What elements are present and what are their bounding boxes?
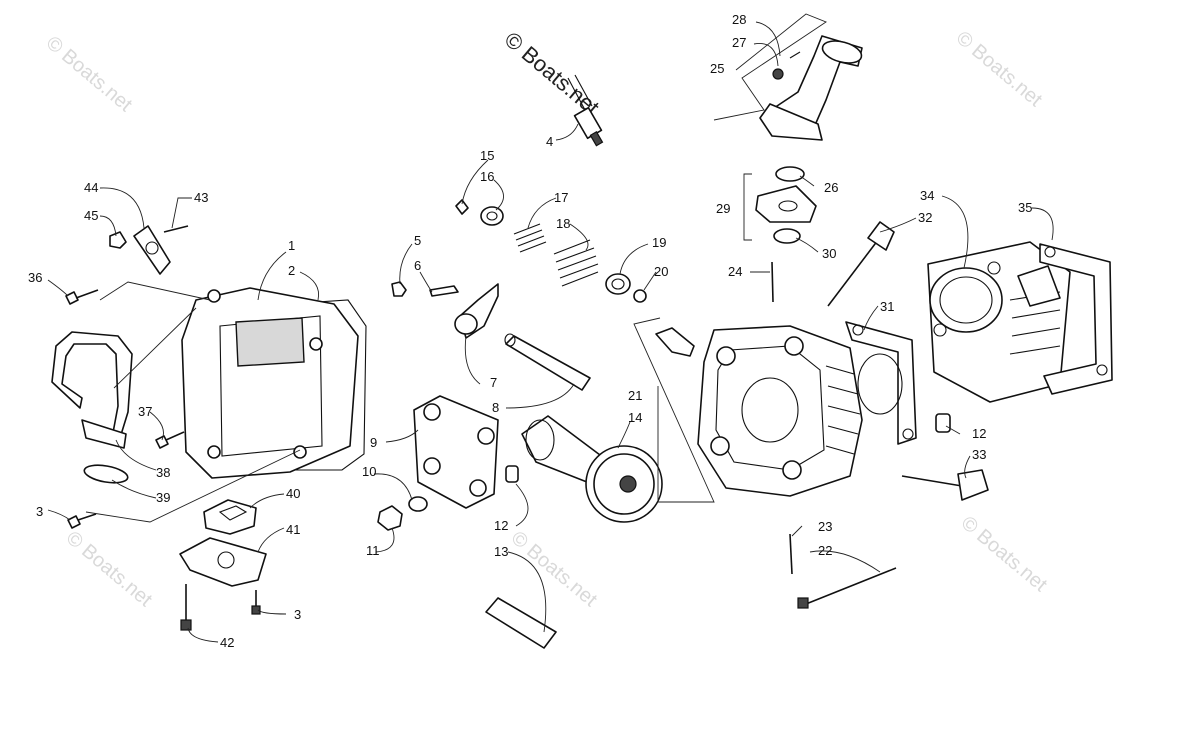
intake-gaskets [755, 166, 817, 244]
callout-12-center: 12 [494, 518, 508, 533]
exhaust-valve [901, 469, 989, 501]
callout-3-bottom: 3 [294, 607, 301, 622]
watermark-mid-left: © Boats.net [62, 527, 157, 611]
callout-24: 24 [728, 264, 742, 279]
callout-45: 45 [84, 208, 98, 223]
callout-12-right: 12 [972, 426, 986, 441]
callout-28: 28 [732, 12, 746, 27]
adjuster-screw [391, 281, 459, 297]
callout-27: 27 [732, 35, 746, 50]
callout-4: 4 [546, 134, 553, 149]
cam-cover-plate [179, 537, 267, 587]
cylinder-head-cover [181, 287, 359, 479]
callout-17: 17 [554, 190, 568, 205]
leader-lines [47, 13, 1054, 643]
callout-40: 40 [286, 486, 300, 501]
callout-31: 31 [880, 299, 894, 314]
roller-pin [485, 597, 557, 649]
callout-34: 34 [920, 188, 934, 203]
cam-cover-bolts [180, 584, 261, 631]
callout-3-left: 3 [36, 504, 43, 519]
callout-41: 41 [286, 522, 300, 537]
callout-32: 32 [918, 210, 932, 225]
callout-7: 7 [490, 375, 497, 390]
callout-26: 26 [824, 180, 838, 195]
callout-16: 16 [480, 169, 494, 184]
breather-tube [51, 331, 133, 449]
cylinder [927, 241, 1071, 403]
watermark-mid-center: © Boats.net [507, 527, 602, 611]
callout-2: 2 [288, 263, 295, 278]
callout-22: 22 [818, 543, 832, 558]
valve-seals [605, 273, 647, 303]
rocker-arm [454, 283, 499, 339]
intake-manifold [759, 35, 863, 141]
callout-20: 20 [654, 264, 668, 279]
spark-plug [567, 74, 604, 147]
callout-8: 8 [492, 400, 499, 415]
callout-11: 11 [366, 543, 380, 558]
valve-keepers-retainer [455, 199, 504, 226]
callout-13: 13 [494, 544, 508, 559]
watermark-top-left: © Boats.net [42, 32, 137, 116]
watermark-top-center: © Boats.net [500, 27, 604, 120]
intake-valve [827, 221, 895, 307]
callout-30: 30 [822, 246, 836, 261]
watermark-mid-right: © Boats.net [957, 512, 1052, 596]
callout-25: 25 [710, 61, 724, 76]
callout-33: 33 [972, 447, 986, 462]
callout-35: 35 [1018, 200, 1032, 215]
callout-9: 9 [370, 435, 377, 450]
watermark-top-right: © Boats.net [952, 27, 1047, 111]
callout-43: 43 [194, 190, 208, 205]
cylinder-gasket [1039, 243, 1113, 395]
camshaft-sprocket [521, 415, 663, 523]
callout-1: 1 [288, 238, 295, 253]
callout-29: 29 [716, 201, 730, 216]
spacer-block [203, 499, 257, 535]
callout-18: 18 [556, 216, 570, 231]
callout-39: 39 [156, 490, 170, 505]
callout-6: 6 [414, 258, 421, 273]
callout-5: 5 [414, 233, 421, 248]
callout-23: 23 [818, 519, 832, 534]
decompressor [655, 327, 695, 357]
callout-10: 10 [362, 464, 376, 479]
cylinder-head [697, 325, 863, 497]
callout-37: 37 [138, 404, 152, 419]
callout-19: 19 [652, 235, 666, 250]
callout-42: 42 [220, 635, 234, 650]
callouts: 1 2 3 3 4 5 6 7 8 9 10 11 12 12 13 14 15… [28, 12, 1032, 650]
cover-bolts [65, 289, 185, 529]
callout-44: 44 [84, 180, 98, 195]
callout-38: 38 [156, 465, 170, 480]
cover-fittings [109, 225, 189, 275]
breather-gasket [83, 464, 129, 484]
callout-15: 15 [480, 148, 494, 163]
rocker-shaft [504, 333, 591, 391]
dowel-pins [505, 413, 951, 483]
callout-36: 36 [28, 270, 42, 285]
rocker-support [413, 395, 499, 509]
head-gasket [845, 321, 917, 445]
stud-bolts [789, 533, 897, 609]
stud-short [771, 261, 774, 303]
valve-springs [513, 223, 599, 287]
callout-21: 21 [628, 388, 642, 403]
washer-and-nut [377, 496, 428, 531]
callout-14: 14 [628, 410, 642, 425]
